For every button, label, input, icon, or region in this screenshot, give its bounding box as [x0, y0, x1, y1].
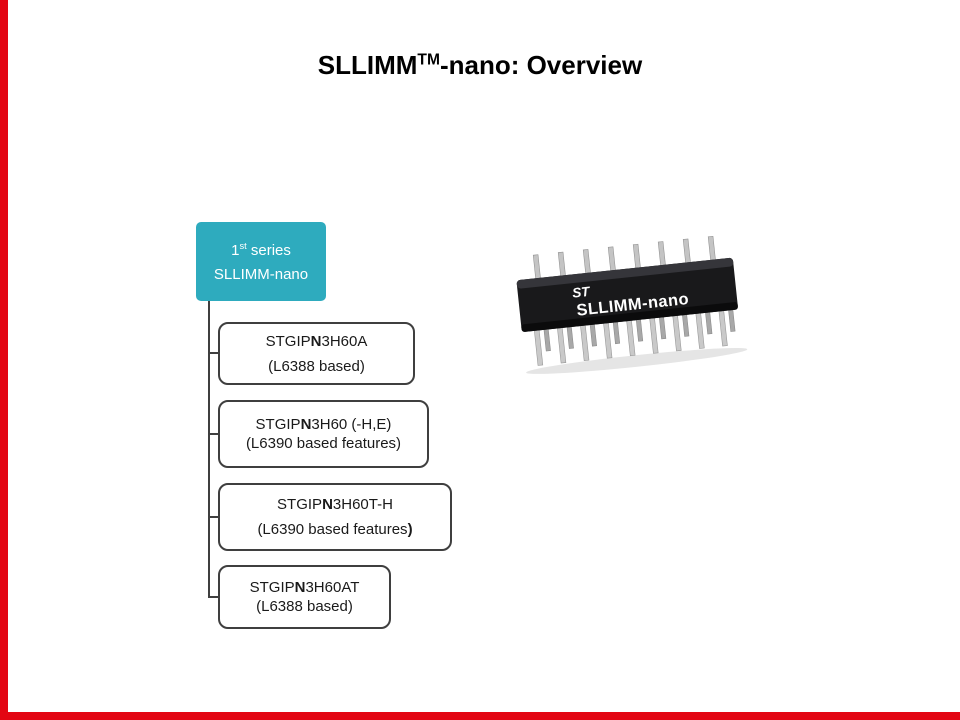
title-trademark: TM: [417, 51, 440, 69]
connector-vertical-line: [208, 301, 210, 598]
red-border-bottom: [0, 712, 960, 720]
desc-text: (L6390 based features): [245, 435, 402, 452]
root-line1-num: 1: [231, 241, 240, 259]
part-bold: N: [310, 332, 322, 350]
part-prefix: STGIP: [277, 496, 323, 513]
part-number: STGIPN3H60T-H: [277, 496, 393, 513]
part-description: (L6390 based features): [246, 435, 401, 452]
part-description: (L6388 based): [268, 358, 365, 375]
title-brand: SLLIMM: [317, 50, 418, 80]
node-stgipn3h60t-h: STGIPN3H60T-H (L6390 based features): [218, 483, 452, 551]
desc-text: (L6388 based): [256, 598, 353, 615]
part-bold: N: [294, 579, 306, 596]
part-prefix: STGIP: [255, 416, 301, 433]
part-bold: N: [300, 416, 312, 433]
part-description: (L6388 based): [256, 598, 353, 615]
title-rest: -nano: Overview: [439, 50, 643, 80]
desc-text: (L6390 based features: [257, 521, 408, 538]
root-line1: 1st series: [231, 241, 291, 259]
part-suffix: 3H60AT: [305, 579, 360, 596]
connector-stub-4: [208, 596, 220, 598]
root-line1-rest: series: [246, 241, 291, 259]
node-stgipn3h60at: STGIPN3H60AT (L6388 based): [218, 565, 391, 629]
part-description: (L6390 based features): [257, 521, 412, 538]
part-suffix: 3H60A: [321, 332, 368, 350]
chip-shadow: [526, 347, 748, 374]
chip-back-pins: [543, 303, 736, 352]
root-line2: SLLIMM-nano: [213, 265, 309, 283]
part-suffix: 3H60 (-H,E): [311, 416, 392, 433]
root-line1-sup: st: [239, 240, 247, 251]
chip-body-shade: [521, 302, 738, 332]
node-stgipn3h60a: STGIPN3H60A (L6388 based): [218, 322, 415, 385]
part-bold: N: [322, 496, 333, 513]
connector-stub-3: [208, 516, 220, 518]
red-border-left: [0, 0, 8, 720]
root-node-first-series: 1st series SLLIMM-nano: [196, 222, 326, 301]
part-number: STGIPN3H60A: [266, 333, 368, 350]
part-prefix: STGIP: [265, 332, 311, 350]
connector-stub-1: [208, 352, 220, 354]
st-logo: ST: [571, 284, 591, 301]
chip-illustration: ST SLLIMM-nano: [516, 235, 748, 374]
part-number: STGIPN3H60 (-H,E): [256, 416, 392, 433]
chip-photo: ST SLLIMM-nano: [485, 220, 775, 375]
chip-body-highlight: [516, 257, 734, 289]
desc-bold: ): [407, 521, 413, 538]
part-prefix: STGIP: [249, 579, 295, 596]
part-suffix: 3H60T-H: [332, 496, 393, 513]
part-number: STGIPN3H60AT: [250, 579, 360, 596]
desc-text: (L6388 based): [268, 357, 365, 375]
connector-stub-2: [208, 433, 220, 435]
node-stgipn3h60-he: STGIPN3H60 (-H,E) (L6390 based features): [218, 400, 429, 468]
page-title: SLLIMMTM-nano: Overview: [0, 50, 960, 81]
